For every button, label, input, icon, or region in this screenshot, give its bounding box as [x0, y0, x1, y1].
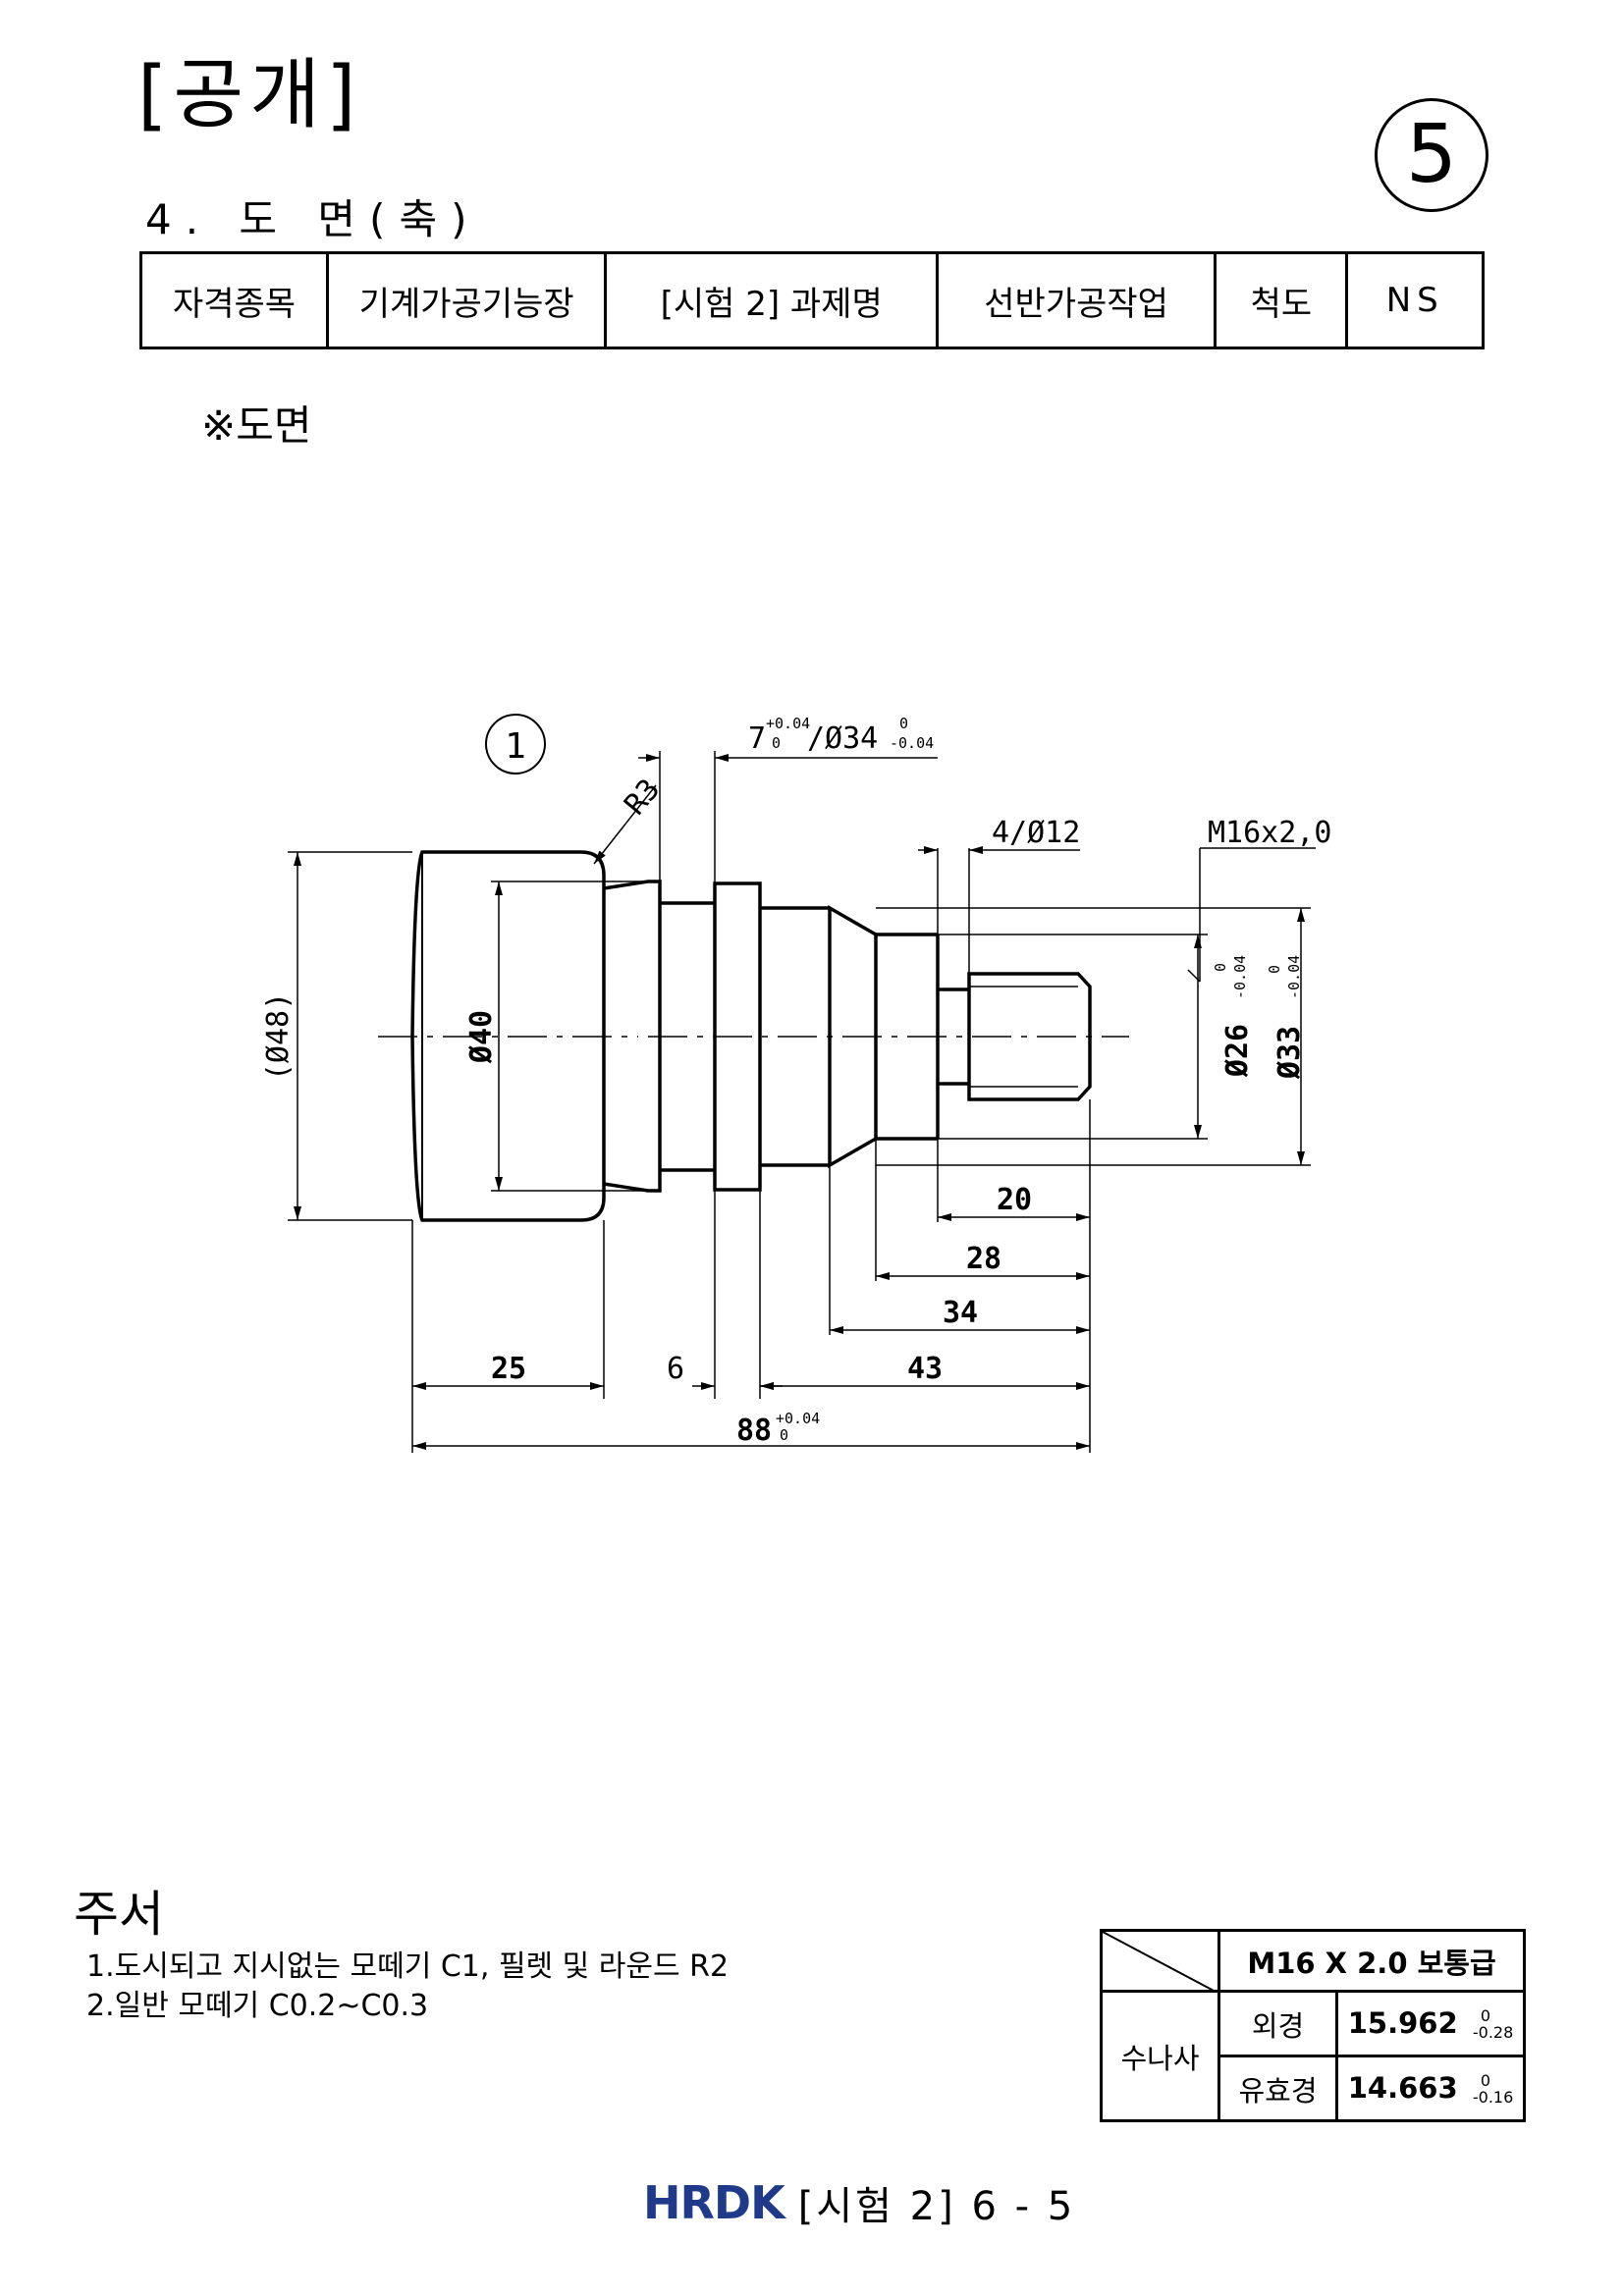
dim-d26-tol-low: -0.04 — [1231, 955, 1249, 999]
dim-relief-groove: 4/Ø12 — [992, 816, 1080, 850]
thread-pitch-dia-tol-up: 0 — [1480, 2070, 1491, 2090]
note-line-2: 2.일반 모떼기 C0.2~C0.3 — [86, 1989, 429, 2023]
thread-pitch-dia-label: 유효경 — [1217, 2055, 1338, 2122]
thread-pitch-dia-tol-low: -0.16 — [1472, 2087, 1514, 2107]
dim-thread: M16x2,0 — [1208, 816, 1331, 850]
dim-length-25: 25 — [491, 1352, 526, 1386]
dim-groove-dia: /Ø34 — [807, 721, 878, 756]
dim-length-88: 88 — [736, 1414, 772, 1448]
thread-pitch-dia-tol: 0 -0.16 — [1472, 2070, 1514, 2107]
dim-d33-tol-up: 0 — [1266, 965, 1283, 974]
thread-pitch-dia-cell: 14.663 0 -0.16 — [1335, 2055, 1526, 2122]
dim-d33-tol-low: -0.04 — [1285, 955, 1303, 999]
dim-head-dia: (Ø48) — [261, 992, 296, 1081]
dim-length-28: 28 — [966, 1242, 1001, 1276]
sheet-number-badge: 5 — [1375, 98, 1488, 212]
thread-outer-dia-label: 외경 — [1217, 1990, 1338, 2057]
info-cell-scale: NS — [1345, 251, 1485, 349]
info-table: 자격종목 기계가공기능장 [시험 2] 과제명 선반가공작업 척도 NS — [138, 251, 1485, 349]
dim-shoulder-dia: Ø40 — [464, 1010, 499, 1064]
thread-table-header: M16 X 2.0 보통급 — [1217, 1929, 1526, 1993]
info-cell-label-subject: 자격종목 — [138, 251, 330, 349]
dim-length-20: 20 — [997, 1183, 1032, 1217]
thread-outer-dia-tol-low: -0.28 — [1472, 2022, 1514, 2042]
dim-groove-dia-tol-low: -0.04 — [890, 734, 934, 752]
dim-groove-width-tol-up: +0.04 — [766, 715, 810, 732]
notes-title: 주서 — [74, 1886, 164, 1943]
footer: HRDK [시험 2] 6 - 5 — [643, 2174, 1075, 2231]
dim-d26: Ø26 — [1220, 1024, 1255, 1078]
dim-groove-width: 7 — [748, 721, 766, 756]
drawing-note: ※도면 — [201, 401, 312, 450]
dim-groove-width-tol-low: 0 — [772, 734, 781, 752]
footer-page-label: [시험 2] 6 - 5 — [797, 2184, 1076, 2229]
dim-d26-tol-up: 0 — [1212, 963, 1229, 972]
thread-pitch-dia-value: 14.663 — [1347, 2070, 1458, 2105]
dim-length-43: 43 — [907, 1352, 943, 1386]
thread-outer-dia-value: 15.962 — [1347, 2005, 1458, 2040]
info-cell-label-scale: 척도 — [1214, 251, 1349, 349]
thread-outer-dia-tol: 0 -0.28 — [1472, 2005, 1514, 2042]
shaft-outline — [410, 850, 1092, 1222]
dim-length-88-tol-up: +0.04 — [776, 1410, 820, 1427]
dimension-lines — [288, 751, 1316, 1453]
thread-outer-dia-tol-up: 0 — [1480, 2005, 1491, 2025]
dim-groove-dia-tol-up: 0 — [899, 715, 908, 732]
thread-outer-dia-cell: 15.962 0 -0.28 — [1335, 1990, 1526, 2057]
hrdk-logo: HRDK — [643, 2176, 785, 2229]
thread-table-corner — [1100, 1929, 1220, 1993]
dim-length-88-tol-low: 0 — [780, 1426, 788, 1444]
info-cell-task: 선반가공작업 — [935, 251, 1217, 349]
info-cell-subject: 기계가공기능장 — [326, 251, 608, 349]
dim-d33: Ø33 — [1272, 1026, 1307, 1080]
part-callout-circle — [485, 714, 546, 774]
dim-length-6: 6 — [667, 1352, 684, 1386]
info-cell-label-task: [시험 2] 과제명 — [604, 251, 939, 349]
thread-spec-table: M16 X 2.0 보통급 수나사 외경 15.962 0 -0.28 유효경 … — [1100, 1929, 1526, 2122]
thread-table-row-label: 수나사 — [1100, 1990, 1220, 2122]
section-title: 4. 도 면(축) — [145, 195, 481, 243]
diagonal-divider — [1103, 1932, 1217, 1993]
part-callout-number: 1 — [505, 726, 526, 767]
dim-length-34: 34 — [943, 1296, 978, 1330]
open-label: [공개] — [137, 51, 362, 139]
note-line-1: 1.도시되고 지시없는 모떼기 C1, 필렛 및 라운드 R2 — [86, 1949, 730, 1984]
